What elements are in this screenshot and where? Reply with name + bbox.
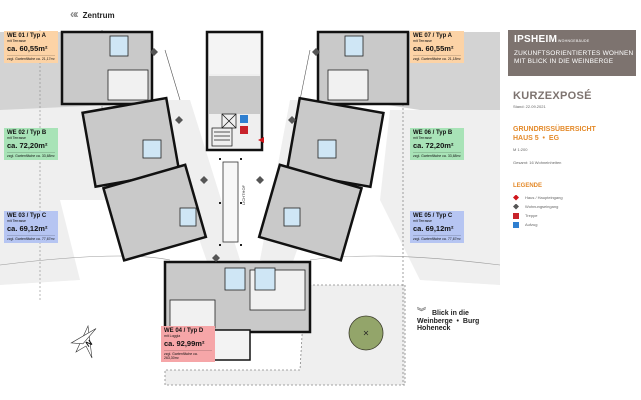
unit-subtitle: mit Terrasse — [413, 39, 432, 43]
brand-tagline: ZUKUNFTSORIENTIERTES WOHNEN MIT BLICK IN… — [514, 50, 633, 66]
unit-title: WE 02 / Typ B — [7, 130, 47, 136]
tagline-line-2: MIT BLICK IN DIE WEINBERGE — [514, 58, 614, 65]
unit-garden: zzgl. Gartenfläche ca. 21,18m² — [413, 55, 461, 61]
double-chevron-left-icon: «‹ — [70, 7, 79, 21]
unit-label-we02: WE 02 / Typ B mit Terrasse ca. 72,20m² z… — [4, 128, 58, 160]
elevator-icon — [240, 115, 248, 123]
unit-area: ca. 72,20m² — [413, 141, 454, 150]
unit-garden: zzgl. Gartenfläche ca. 77,67m² — [413, 235, 461, 241]
legend-label: Aufzug — [525, 222, 538, 227]
unit-title: WE 05 / Typ C — [413, 213, 453, 219]
unit-area: ca. 60,55m² — [413, 44, 454, 53]
page-title: KURZEXPOSÉ — [513, 90, 592, 102]
total-units: Gesamt: 16 Wohneinheiten — [513, 160, 562, 165]
legend-item-stairs: Treppe — [513, 211, 563, 220]
tagline-line-1: ZUKUNFTSORIENTIERTES WOHNEN — [514, 50, 634, 57]
stairs-icon — [240, 126, 248, 134]
view-separator: • — [456, 318, 459, 325]
floor-plan: LICHTHOF N «‹Zentrum — [0, 7, 500, 386]
stairs-icon — [513, 212, 519, 219]
unit-title: WE 07 / Typ A — [413, 33, 453, 39]
unit-label-we03: WE 03 / Typ C mit Terrasse ca. 69,12m² z… — [4, 211, 58, 243]
apartment-entrance-icon — [513, 203, 519, 210]
unit-garden: zzgl. Gartenfläche ca. 263,30m² — [164, 350, 212, 360]
unit-garden: zzgl. Gartenfläche ca. 33,68m² — [413, 152, 461, 158]
unit-title: WE 06 / Typ B — [413, 130, 453, 136]
unit-area: ca. 69,12m² — [7, 224, 48, 233]
tree-icon — [348, 315, 384, 351]
unit-subtitle: mit Terrasse — [413, 136, 432, 140]
unit-title: WE 04 / Typ D — [164, 328, 204, 334]
unit-area: ca. 69,12m² — [413, 224, 454, 233]
double-chevron-down-icon: ︾ — [417, 307, 427, 317]
direction-label: Zentrum — [82, 11, 115, 20]
floor-plan-drawing: LICHTHOF N — [0, 30, 500, 386]
brand-sub: WOHNGEBÄUDE — [558, 39, 590, 43]
unit-subtitle: mit Terrasse — [413, 219, 432, 223]
legend-label: Wohnungseingang — [525, 204, 559, 209]
unit-subtitle: mit Terrasse — [7, 136, 26, 140]
legend-label: Treppe — [525, 213, 538, 218]
unit-area: ca. 72,20m² — [7, 141, 48, 150]
house-entrance-icon — [513, 194, 519, 201]
unit-area: ca. 92,99m² — [164, 339, 205, 348]
legend: Haus / Haupteingang Wohnungseingang Trep… — [513, 193, 563, 229]
brand-header: IPSHEIM WOHNGEBÄUDE ZUKUNFTSORIENTIERTES… — [508, 30, 636, 76]
section-title-line-2: HAUS 5 • EG — [513, 135, 560, 142]
legend-title: LEGENDE — [513, 183, 543, 189]
unit-title: WE 01 / Typ A — [7, 33, 47, 39]
view-label-castle: Burg Hoheneck — [417, 318, 480, 332]
direction-zentrum: «‹Zentrum — [70, 7, 115, 21]
unit-label-we04: WE 04 / Typ D mit Loggia ca. 92,99m² zzg… — [161, 326, 215, 362]
brand-name: IPSHEIM — [514, 34, 558, 45]
unit-label-we06: WE 06 / Typ B mit Terrasse ca. 72,20m² z… — [410, 128, 464, 160]
unit-area: ca. 60,55m² — [7, 44, 48, 53]
unit-garden: zzgl. Gartenfläche ca. 77,67m² — [7, 235, 55, 241]
unit-subtitle: mit Loggia — [164, 334, 181, 338]
unit-label-we07: WE 07 / Typ A mit Terrasse ca. 60,55m² z… — [410, 31, 464, 63]
scale-label: M 1:200 — [513, 147, 528, 152]
legend-item-apartment-entrance: Wohnungseingang — [513, 202, 563, 211]
unit-garden: zzgl. Gartenfläche ca. 33,68m² — [7, 152, 55, 158]
view-direction: ︾ Blick in die Weinberge • Burg Hoheneck — [417, 305, 500, 332]
section-title: GRUNDRISSÜBERSICHT HAUS 5 • EG — [513, 125, 596, 143]
unit-label-we05: WE 05 / Typ C mit Terrasse ca. 69,12m² z… — [410, 211, 464, 243]
section-title-line-1: GRUNDRISSÜBERSICHT — [513, 126, 596, 133]
svg-text:LICHTHOF: LICHTHOF — [241, 184, 246, 205]
svg-text:N: N — [84, 338, 94, 349]
legend-item-house-entrance: Haus / Haupteingang — [513, 193, 563, 202]
legend-label: Haus / Haupteingang — [525, 195, 563, 200]
unit-subtitle: mit Terrasse — [7, 39, 26, 43]
date-stand: Stand: 22.09.2021 — [513, 104, 546, 109]
unit-label-we01: WE 01 / Typ A mit Terrasse ca. 60,55m² z… — [4, 31, 58, 63]
unit-subtitle: mit Terrasse — [7, 219, 26, 223]
legend-item-elevator: Aufzug — [513, 220, 563, 229]
elevator-icon — [513, 221, 519, 228]
view-label-vineyards: Blick in die Weinberge — [417, 310, 469, 325]
unit-title: WE 03 / Typ C — [7, 213, 47, 219]
north-arrow-icon: N — [70, 324, 97, 359]
unit-garden: zzgl. Gartenfläche ca. 21,17m² — [7, 55, 55, 61]
